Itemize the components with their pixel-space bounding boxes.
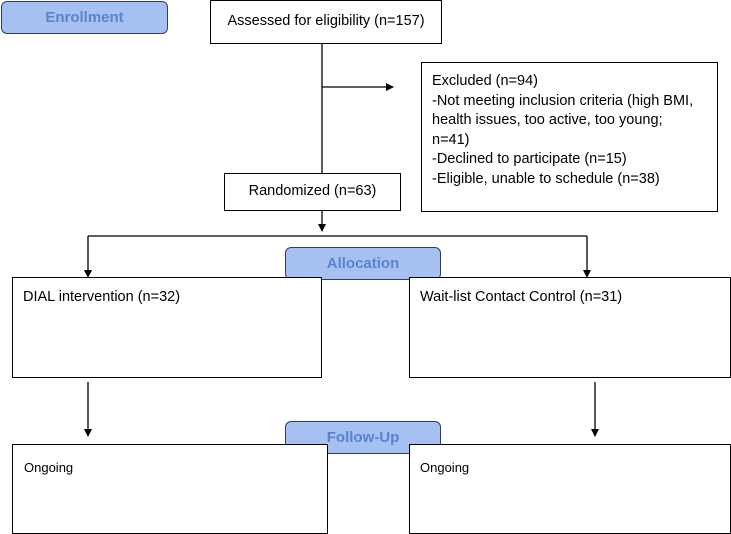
stage-enrollment: Enrollment: [1, 1, 168, 34]
control-arm-text: Wait-list Contact Control (n=31): [420, 289, 623, 305]
randomized-text: Randomized (n=63): [248, 183, 377, 200]
stage-follow-up-label: Follow-Up: [326, 429, 400, 446]
stage-allocation-label: Allocation: [326, 255, 400, 272]
intervention-followup-box: Ongoing: [12, 444, 328, 534]
control-followup-text: Ongoing: [420, 460, 470, 475]
control-arm-box: Wait-list Contact Control (n=31): [409, 277, 731, 378]
excluded-line: health issues, too active, too young;: [432, 112, 663, 128]
intervention-followup-text: Ongoing: [24, 460, 74, 475]
excluded-text: Excluded (n=94) -Not meeting inclusion c…: [432, 72, 717, 189]
excluded-line: -Not meeting inclusion criteria (high BM…: [432, 92, 694, 109]
intervention-arm-box: DIAL intervention (n=32): [12, 277, 322, 378]
assessed-text: Assessed for eligibility (n=157): [227, 13, 425, 30]
stage-allocation: Allocation: [285, 247, 441, 280]
intervention-arm-text: DIAL intervention (n=32): [23, 289, 181, 305]
excluded-line: n=41): [432, 131, 470, 148]
stage-enrollment-label: Enrollment: [45, 9, 124, 26]
excluded-line: -Declined to participate (n=15): [432, 151, 627, 167]
assessed-box: Assessed for eligibility (n=157): [210, 0, 442, 44]
excluded-line: -Eligible, unable to schedule (n=38): [432, 170, 660, 187]
randomized-box: Randomized (n=63): [224, 173, 401, 211]
excluded-box: Excluded (n=94) -Not meeting inclusion c…: [421, 62, 718, 212]
excluded-line: Excluded (n=94): [432, 73, 538, 89]
control-followup-box: Ongoing: [409, 444, 731, 534]
